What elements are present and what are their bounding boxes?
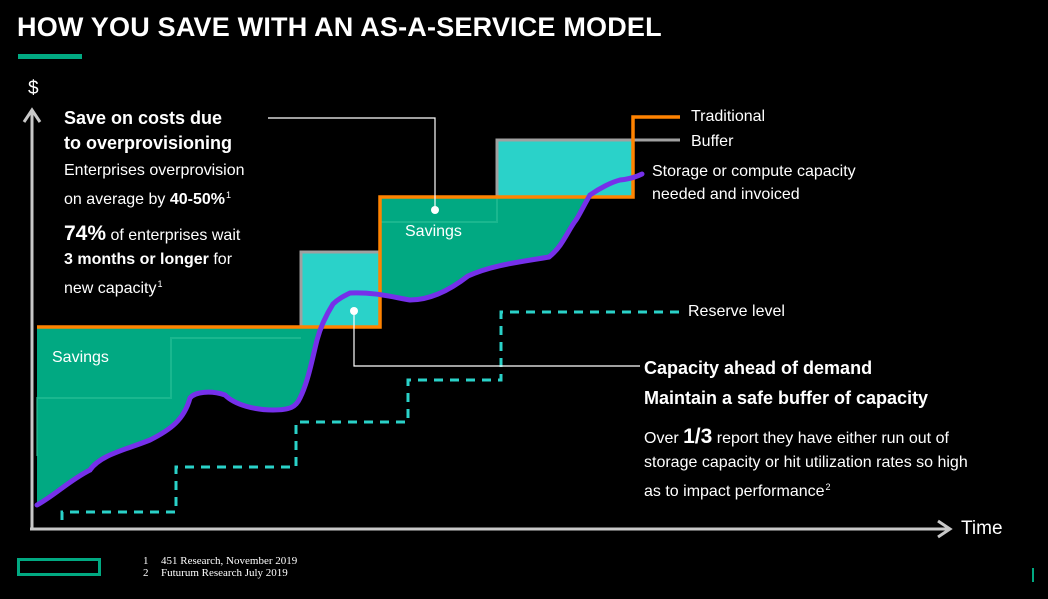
p2-line3: new capacity bbox=[64, 280, 157, 297]
title-underline bbox=[18, 54, 82, 59]
page-title: HOW YOU SAVE WITH AN AS-A-SERVICE MODEL bbox=[17, 12, 662, 42]
footnote-1-num: 1 bbox=[143, 555, 149, 567]
p-prefix: Over bbox=[644, 430, 684, 447]
left-callout-p2-line2: 3 months or longer for bbox=[64, 248, 245, 272]
p1-footnote-ref: 1 bbox=[226, 190, 232, 200]
p2-stat: 74% bbox=[64, 222, 107, 245]
footnote-2: 2 Futurum Research July 2019 bbox=[143, 567, 297, 579]
p-line1-rest: report they have either run out of bbox=[712, 430, 949, 447]
left-callout: Save on costs due to overprovisioning En… bbox=[64, 106, 245, 301]
left-callout-p2-line3: new capacity1 bbox=[64, 272, 245, 301]
footnote-1: 1 451 Research, November 2019 bbox=[143, 555, 297, 567]
leader-dot-bottom bbox=[350, 307, 358, 315]
left-callout-p1-line2: on average by 40-50%1 bbox=[64, 183, 245, 212]
left-callout-p1-line1: Enterprises overprovision bbox=[64, 162, 245, 179]
p-line3: as to impact performance bbox=[644, 483, 825, 500]
right-callout-p-line3: as to impact performance2 bbox=[644, 475, 968, 504]
arrow-right-icon bbox=[937, 519, 953, 539]
faint-step-lines bbox=[36, 197, 498, 456]
corner-accent-mark bbox=[1032, 568, 1034, 582]
p1-percent: 40-50% bbox=[169, 191, 226, 208]
legend-capacity-line1: Storage or compute capacity bbox=[652, 163, 856, 180]
x-axis-label: Time bbox=[961, 518, 1003, 539]
leader-line-top bbox=[268, 117, 436, 210]
p2-footnote-ref: 1 bbox=[157, 279, 163, 289]
right-callout-p-line1: Over 1/3 report they have either run out… bbox=[644, 425, 968, 451]
p2-bold: 3 months or longer bbox=[64, 251, 209, 268]
reserve-line bbox=[60, 310, 680, 520]
footnote-2-num: 2 bbox=[143, 567, 149, 579]
leader-line-bottom bbox=[353, 311, 640, 367]
legend-traditional: Traditional bbox=[691, 108, 766, 125]
brand-rectangle-logo bbox=[17, 558, 101, 576]
p1-prefix: on average by bbox=[64, 191, 170, 208]
footnote-1-text: 451 Research, November 2019 bbox=[161, 555, 298, 567]
footnotes: 1 451 Research, November 2019 2 Futurum Re… bbox=[143, 555, 297, 579]
left-callout-p2-line1: 74% of enterprises wait bbox=[64, 222, 245, 248]
p-footnote-ref: 2 bbox=[825, 482, 831, 492]
right-callout-heading-2: Maintain a safe buffer of capacity bbox=[644, 388, 929, 408]
legend-capacity-line2: needed and invoiced bbox=[652, 186, 800, 203]
p2-line2-rest: for bbox=[208, 251, 233, 268]
right-callout-heading-1: Capacity ahead of demand bbox=[644, 358, 873, 378]
left-callout-heading-1: Save on costs due bbox=[64, 108, 223, 128]
p-stat: 1/3 bbox=[683, 425, 713, 448]
y-axis-label: $ bbox=[28, 78, 39, 99]
savings-label-middle: Savings bbox=[405, 223, 462, 240]
right-callout: Capacity ahead of demand Maintain a safe… bbox=[644, 356, 968, 504]
left-callout-heading-2: to overprovisioning bbox=[64, 133, 233, 153]
capacity-curve bbox=[34, 171, 645, 508]
leader-dot-top bbox=[431, 206, 439, 214]
legend-buffer: Buffer bbox=[691, 133, 734, 150]
buffer-area-1 bbox=[301, 252, 380, 327]
footnote-2-text: Futurum Research July 2019 bbox=[161, 567, 288, 579]
savings-label-left: Savings bbox=[52, 349, 109, 366]
arrow-up-icon bbox=[22, 107, 42, 123]
buffer-area-2 bbox=[497, 140, 633, 197]
p2-line1-rest: of enterprises wait bbox=[106, 227, 241, 244]
legend-reserve: Reserve level bbox=[688, 303, 785, 320]
right-callout-p-line2: storage capacity or hit utilization rate… bbox=[644, 454, 968, 471]
